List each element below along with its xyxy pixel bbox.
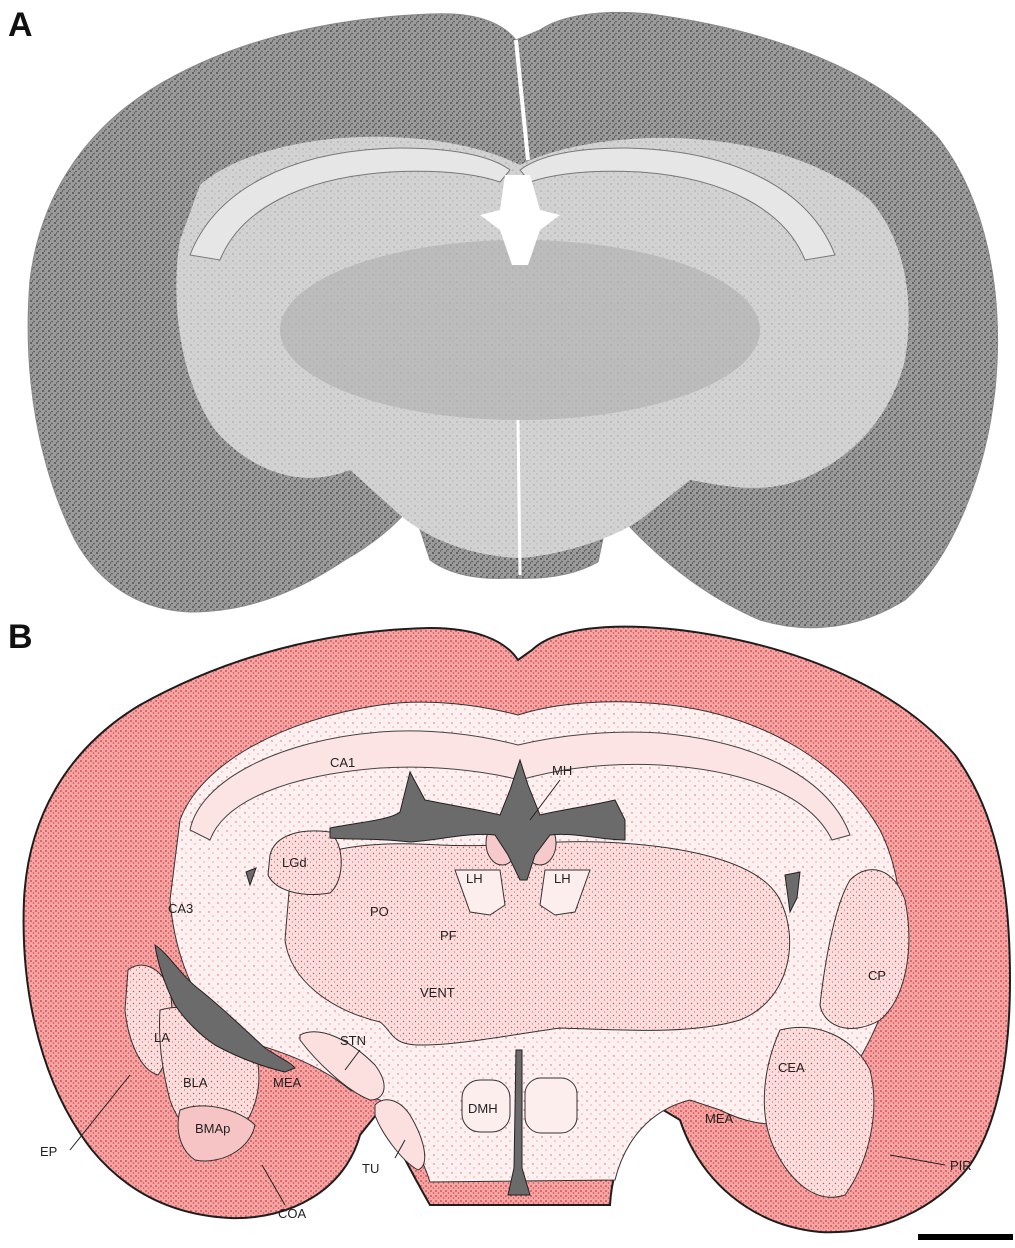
label-pf: PF: [440, 928, 457, 943]
label-cp: CP: [868, 968, 886, 983]
label-tu: TU: [362, 1161, 379, 1176]
label-la: LA: [154, 1030, 170, 1045]
label-lgd: LGd: [282, 855, 307, 870]
label-coa: COA: [278, 1206, 307, 1221]
label-stn: STN: [340, 1033, 366, 1048]
label-lh-right: LH: [554, 871, 571, 886]
label-bla: BLA: [183, 1075, 208, 1090]
label-vent: VENT: [420, 985, 455, 1000]
label-mea-left: MEA: [273, 1075, 302, 1090]
panel-a-midline-fissure: [518, 420, 520, 575]
label-mea-right: MEA: [705, 1111, 734, 1126]
panel-a-thalamus: [280, 240, 760, 420]
label-po: PO: [370, 904, 389, 919]
label-dmh: DMH: [468, 1101, 498, 1116]
label-ca1: CA1: [330, 755, 355, 770]
panel-b-atlas-section: [24, 627, 1013, 1240]
label-lh-left: LH: [466, 871, 483, 886]
panel-b-thalamus-region: [285, 842, 790, 1045]
label-cea: CEA: [778, 1060, 805, 1075]
region-dmh-right-outline: [525, 1078, 577, 1133]
label-ca3: CA3: [168, 901, 193, 916]
label-bmap: BMAp: [195, 1121, 230, 1136]
label-mh: MH: [552, 763, 572, 778]
label-pir: PIR: [950, 1158, 972, 1173]
scale-bar: [918, 1234, 1013, 1240]
panel-a-nissl-section: [28, 12, 997, 627]
label-ep: EP: [40, 1144, 57, 1159]
